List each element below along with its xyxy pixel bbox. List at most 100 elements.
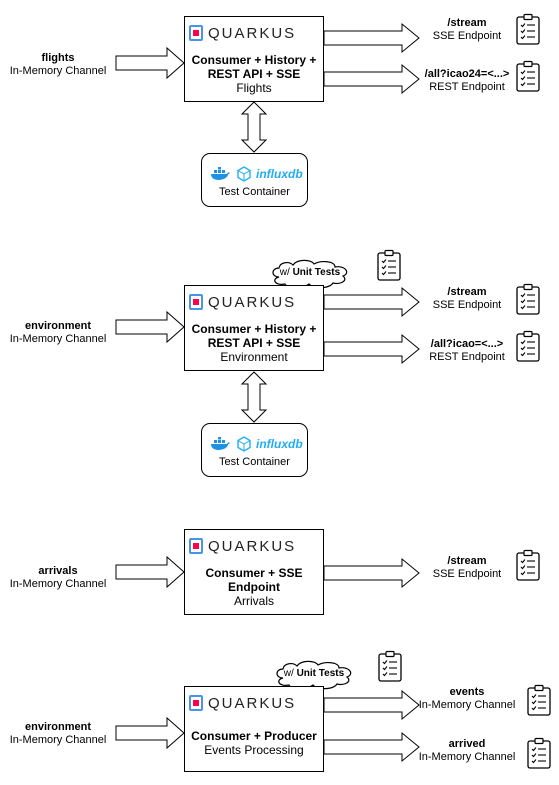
quarkus-logo: QUARKUS xyxy=(189,293,296,311)
quarkus-logo: QUARKUS xyxy=(189,537,296,555)
container-logos: influxdb xyxy=(210,166,303,182)
output-desc: In-Memory Channel xyxy=(418,699,516,711)
service-title-line2: Endpoint xyxy=(228,580,280,594)
docker-icon xyxy=(211,167,230,180)
cloud-bold: Unit Tests xyxy=(292,267,341,278)
quarkus-logo-icon xyxy=(189,294,203,310)
service-title-line1: Consumer + SSE xyxy=(205,566,303,580)
input-name: environment xyxy=(24,320,91,332)
input-channel: In-Memory Channel xyxy=(9,578,107,590)
input-channel-label: environment In-Memory Channel xyxy=(8,721,108,747)
output-arrow xyxy=(323,63,420,95)
output-label: /stream SSE Endpoint xyxy=(417,17,517,43)
docker-icon xyxy=(211,437,230,450)
input-arrow xyxy=(115,716,185,750)
output-label: /stream SSE Endpoint xyxy=(417,286,517,312)
quarkus-service-box: QUARKUS Consumer + History + REST API + … xyxy=(184,16,324,102)
input-name: environment xyxy=(24,721,91,733)
influxdb-icon xyxy=(237,166,251,182)
test-clipboard-icon xyxy=(516,283,540,315)
container-logos: influxdb xyxy=(210,436,303,452)
input-channel-label: arrivals In-Memory Channel xyxy=(8,565,108,591)
input-channel: In-Memory Channel xyxy=(9,734,107,746)
bidirectional-arrow xyxy=(240,371,268,423)
input-name: flights xyxy=(41,52,75,64)
input-channel: In-Memory Channel xyxy=(9,65,107,77)
service-title-line2: REST API + SSE xyxy=(207,336,301,350)
test-container-label: Test Container xyxy=(219,186,290,198)
output-desc: SSE Endpoint xyxy=(432,568,502,580)
service-title-line1: Consumer + History + xyxy=(191,53,317,67)
quarkus-logo-icon xyxy=(189,25,203,41)
input-channel-label: flights In-Memory Channel xyxy=(8,52,108,78)
input-arrow xyxy=(115,310,185,344)
test-container-label: Test Container xyxy=(219,456,290,468)
service-title-line1: Consumer + History + xyxy=(191,322,317,336)
output-arrow xyxy=(323,286,420,318)
service-subtitle: Arrivals xyxy=(233,594,274,608)
input-channel: In-Memory Channel xyxy=(9,333,107,345)
output-label: events In-Memory Channel xyxy=(417,686,517,712)
quarkus-service-box: QUARKUS Consumer + Producer Events Proce… xyxy=(184,686,324,772)
test-clipboard-icon xyxy=(516,13,540,45)
output-desc: SSE Endpoint xyxy=(432,299,502,311)
input-arrow xyxy=(115,46,185,80)
output-name: arrived xyxy=(448,738,486,750)
test-clipboard-icon xyxy=(516,60,540,92)
service-subtitle: Flights xyxy=(236,81,272,95)
output-desc: REST Endpoint xyxy=(429,81,505,93)
test-clipboard-icon xyxy=(527,684,551,716)
quarkus-wordmark: QUARKUS xyxy=(208,694,297,712)
test-clipboard-icon xyxy=(516,549,540,581)
output-desc: REST Endpoint xyxy=(429,351,505,363)
service-title-line2: REST API + SSE xyxy=(207,67,301,81)
output-name: /stream xyxy=(447,286,487,298)
quarkus-wordmark: QUARKUS xyxy=(208,24,297,42)
output-arrow xyxy=(323,333,420,365)
output-desc: In-Memory Channel xyxy=(418,751,516,763)
quarkus-logo-icon xyxy=(189,695,203,711)
test-clipboard-icon xyxy=(378,650,402,682)
quarkus-logo: QUARKUS xyxy=(189,694,296,712)
influxdb-wordmark: influxdb xyxy=(256,167,303,181)
output-label: /all?icao24=<...> REST Endpoint xyxy=(417,68,517,94)
quarkus-logo-icon xyxy=(189,538,203,554)
output-arrow xyxy=(323,22,420,54)
influxdb-wordmark: influxdb xyxy=(256,437,303,451)
service-subtitle: Environment xyxy=(220,350,288,364)
bidirectional-arrow xyxy=(240,101,268,153)
output-desc: SSE Endpoint xyxy=(432,30,502,42)
input-arrow xyxy=(115,555,185,589)
cloud-prefix: w/ xyxy=(283,668,297,679)
cloud-bold: Unit Tests xyxy=(296,668,345,679)
output-arrow xyxy=(323,557,420,589)
output-name: /all?icao=<...> xyxy=(430,338,504,350)
output-arrow xyxy=(323,689,420,721)
output-name: /stream xyxy=(447,555,487,567)
service-subtitle: Events Processing xyxy=(204,743,304,757)
output-name: /all?icao24=<...> xyxy=(424,68,510,80)
service-title-line1: Consumer + Producer xyxy=(191,729,317,743)
test-container-box: influxdb Test Container xyxy=(201,153,308,207)
output-label: arrived In-Memory Channel xyxy=(417,738,517,764)
influxdb-icon xyxy=(237,436,251,452)
output-label: /stream SSE Endpoint xyxy=(417,555,517,581)
unit-tests-cloud: w/ Unit Tests xyxy=(283,668,345,679)
output-label: /all?icao=<...> REST Endpoint xyxy=(417,338,517,364)
test-clipboard-icon xyxy=(377,249,401,281)
output-arrow xyxy=(323,731,420,763)
quarkus-wordmark: QUARKUS xyxy=(208,537,297,555)
output-name: /stream xyxy=(447,17,487,29)
test-clipboard-icon xyxy=(516,330,540,362)
input-channel-label: environment In-Memory Channel xyxy=(8,320,108,346)
quarkus-wordmark: QUARKUS xyxy=(208,293,297,311)
quarkus-service-box: QUARKUS Consumer + SSE Endpoint Arrivals xyxy=(184,529,324,615)
output-name: events xyxy=(449,686,485,698)
input-name: arrivals xyxy=(38,565,78,577)
quarkus-logo: QUARKUS xyxy=(189,24,296,42)
quarkus-service-box: QUARKUS Consumer + History + REST API + … xyxy=(184,285,324,371)
cloud-prefix: w/ xyxy=(279,267,293,278)
test-container-box: influxdb Test Container xyxy=(201,423,308,477)
test-clipboard-icon xyxy=(527,737,551,769)
